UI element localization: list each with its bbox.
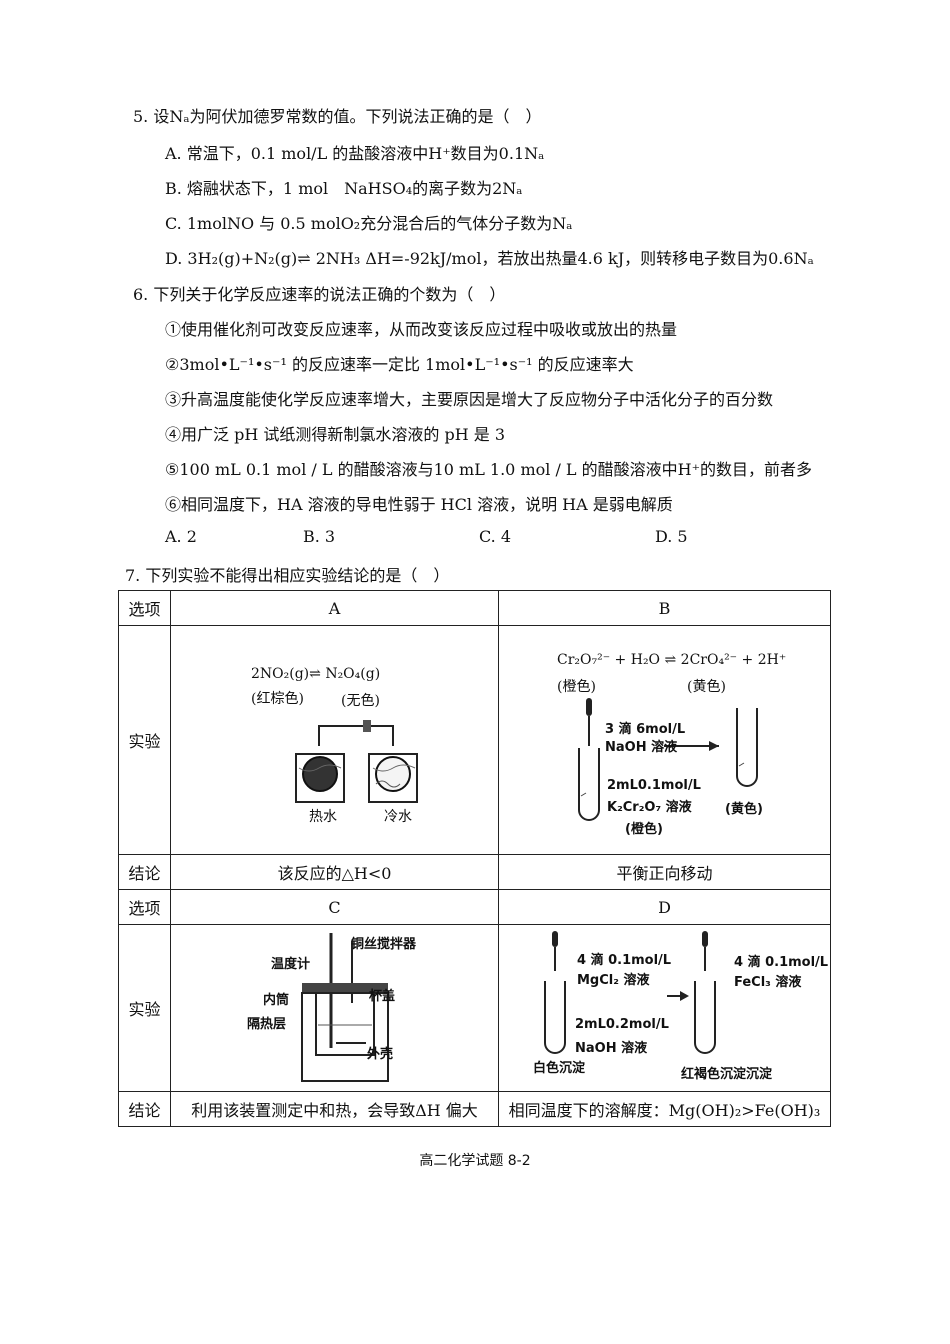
b-drop-1: 3 滴 6mol/L xyxy=(605,722,686,737)
q5-option-c: C. 1molNO 与 0.5 molO₂充分混合后的气体分子数为Nₐ xyxy=(165,214,573,233)
b-color-1: (橙色) xyxy=(557,679,596,695)
conclusion-c: 利用该装置测定中和热，会导致ΔH 偏大 xyxy=(170,1091,499,1127)
a-hot-water: 热水 xyxy=(309,809,337,825)
b-solution-3: (橙色) xyxy=(625,822,663,837)
header-a: A xyxy=(170,590,499,626)
d-drop1-a: 4 滴 0.1mol/L xyxy=(577,953,672,968)
b-equation: Cr₂O₇²⁻ + H₂O ⇌ 2CrO₄²⁻ + 2H⁺ xyxy=(557,652,787,668)
q6-item-3: ③升高温度能使化学反应速率增大，主要原因是增大了反应物分子中活化分子的百分数 xyxy=(165,390,774,409)
d-precipitate-2: 红褐色沉淀沉淀 xyxy=(681,1067,773,1082)
experiment-c: 铜丝搅拌器 温度计 杯盖 内筒 隔热层 外壳 xyxy=(170,924,499,1092)
q6-item-1: ①使用催化剂可改变反应速率，从而改变该反应过程中吸收或放出的热量 xyxy=(165,320,678,339)
conclusion-a: 该反应的△H<0 xyxy=(170,854,499,890)
d-drop2-a: 4 滴 0.1mol/L xyxy=(734,955,829,970)
q5-option-a: A. 常温下，0.1 mol/L 的盐酸溶液中H⁺数目为0.1Nₐ xyxy=(165,144,545,163)
experiment-d: 4 滴 0.1mol/L MgCl₂ 溶液 4 滴 0.1mol/L FeCl₃… xyxy=(498,924,831,1092)
experiment-b: Cr₂O₇²⁻ + H₂O ⇌ 2CrO₄²⁻ + 2H⁺ (橙色) (黄色) … xyxy=(498,625,831,855)
a-color-1: (红棕色) xyxy=(251,691,304,707)
q6-choice-c: C. 4 xyxy=(479,527,512,546)
q7-stem: 7. 下列实验不能得出相应实验结论的是（ ） xyxy=(125,566,450,585)
q6-item-4: ④用广泛 pH 试纸测得新制氯水溶液的 pH 是 3 xyxy=(165,425,506,444)
d-solution-2: NaOH 溶液 xyxy=(575,1041,648,1056)
a-flask-apparatus xyxy=(295,720,418,803)
header-option-2: 选项 xyxy=(118,889,171,925)
c-thermometer-label: 温度计 xyxy=(271,957,311,972)
header-d: D xyxy=(498,889,831,925)
q5-stem: 5. 设Nₐ为阿伏加德罗常数的值。下列说法正确的是（ ） xyxy=(133,107,542,126)
header-c: C xyxy=(170,889,499,925)
c-insulation-label: 隔热层 xyxy=(247,1017,287,1032)
c-stirrer-label: 铜丝搅拌器 xyxy=(351,937,417,952)
q5-option-d: D. 3H₂(g)+N₂(g)⇌ 2NH₃ ΔH=-92kJ/mol，若放出热量… xyxy=(165,249,814,268)
q6-choice-d: D. 5 xyxy=(655,527,688,546)
q6-choice-a: A. 2 xyxy=(165,527,197,546)
b-drop-2: NaOH 溶液 xyxy=(605,740,678,755)
a-cold-water: 冷水 xyxy=(384,809,412,825)
c-calorimeter xyxy=(301,933,389,1082)
c-inner-label: 内筒 xyxy=(263,993,290,1008)
experiment-table: 选项 A B 实验 2NO₂(g)⇌ N₂O₄(g) (红棕色) (无色) xyxy=(118,590,831,1127)
page-footer: 高二化学试题 8-2 xyxy=(419,1153,531,1169)
row-label-experiment: 实验 xyxy=(118,625,171,855)
d-precipitate-1: 白色沉淀 xyxy=(533,1061,586,1076)
b-tube-apparatus xyxy=(578,698,758,821)
q6-stem: 6. 下列关于化学反应速率的说法正确的个数为（ ） xyxy=(133,285,506,304)
a-color-2: (无色) xyxy=(341,693,380,709)
b-solution-2: K₂Cr₂O₇ 溶液 xyxy=(607,800,692,815)
row-label-conclusion-1: 结论 xyxy=(118,854,171,890)
row-label-experiment-2: 实验 xyxy=(118,924,171,1092)
header-b: B xyxy=(498,590,831,626)
experiment-a: 2NO₂(g)⇌ N₂O₄(g) (红棕色) (无色) 热水 冷水 xyxy=(170,625,499,855)
row-label-conclusion-2: 结论 xyxy=(118,1091,171,1127)
b-result-color: (黄色) xyxy=(725,802,763,817)
q6-item-6: ⑥相同温度下，HA 溶液的导电性弱于 HCl 溶液，说明 HA 是弱电解质 xyxy=(165,495,673,514)
conclusion-b: 平衡正向移动 xyxy=(498,854,831,890)
q6-item-2: ②3mol•L⁻¹•s⁻¹ 的反应速率一定比 1mol•L⁻¹•s⁻¹ 的反应速… xyxy=(165,355,634,374)
q6-choice-b: B. 3 xyxy=(303,527,336,546)
c-lid-label: 杯盖 xyxy=(369,989,396,1004)
header-option: 选项 xyxy=(118,590,171,626)
d-solution-1: 2mL0.2mol/L xyxy=(575,1017,669,1032)
d-tube-apparatus xyxy=(544,931,716,1054)
d-drop1-b: MgCl₂ 溶液 xyxy=(577,973,650,988)
d-drop2-b: FeCl₃ 溶液 xyxy=(734,975,802,990)
a-equation: 2NO₂(g)⇌ N₂O₄(g) xyxy=(251,666,381,682)
b-solution-1: 2mL0.1mol/L xyxy=(607,778,701,793)
q6-choices: A. 2 B. 3 C. 4 D. 5 xyxy=(165,527,765,549)
conclusion-d: 相同温度下的溶解度：Mg(OH)₂>Fe(OH)₃ xyxy=(498,1091,831,1127)
c-shell-label: 外壳 xyxy=(367,1047,394,1062)
q6-item-5: ⑤100 mL 0.1 mol / L 的醋酸溶液与10 mL 1.0 mol … xyxy=(165,460,813,479)
q5-option-b: B. 熔融状态下，1 mol NaHSO₄的离子数为2Nₐ xyxy=(165,179,523,198)
b-color-2: (黄色) xyxy=(687,679,726,695)
